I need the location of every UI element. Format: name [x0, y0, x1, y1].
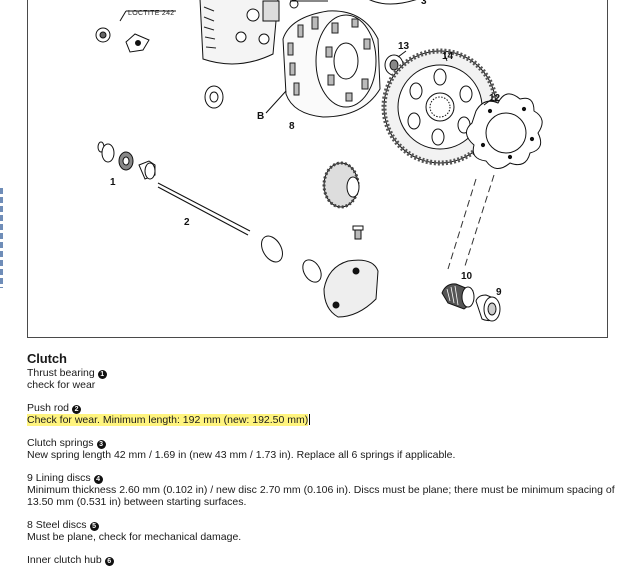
item-description: Must be plane, check for mechanical dama…	[27, 531, 242, 543]
callout-13: 13	[398, 41, 410, 52]
item-title: Thrust bearing	[27, 367, 95, 379]
nut-hole	[99, 31, 107, 39]
callout-3: 3	[421, 0, 427, 7]
number-badge: 3	[96, 440, 106, 449]
callout-b: B	[257, 111, 264, 122]
item-title: Inner clutch hub	[27, 554, 102, 566]
section-title: Clutch	[27, 351, 67, 366]
number-badge: 2	[72, 405, 82, 414]
number-badge: 4	[93, 475, 103, 484]
selected-text[interactable]: Check for wear. Minimum length: 192 mm (…	[27, 414, 309, 426]
item-description: New spring length 42 mm / 1.69 in (new 4…	[27, 449, 456, 461]
clutch-exploded-diagram: LOCTITE 242 3 13 14 12 B 8 1 2 10 9	[95, 0, 543, 322]
o-ring-part	[261, 235, 283, 263]
callout-loctite: LOCTITE 242	[128, 10, 174, 17]
push-rod-part	[157, 182, 251, 232]
item-title: Push rod	[27, 402, 70, 414]
callout-14: 14	[442, 51, 454, 62]
number-badge: 6	[104, 557, 114, 566]
item-title: 8 Steel discs	[27, 519, 87, 531]
item-title: 9 Lining discs	[27, 472, 91, 484]
callout-12: 12	[489, 93, 501, 104]
callout-1: 1	[110, 177, 116, 188]
small-gear-part	[322, 161, 360, 209]
number-badge: 5	[89, 522, 99, 531]
callout-10: 10	[461, 271, 473, 282]
callout-2: 2	[184, 217, 190, 228]
text-cursor	[309, 414, 311, 425]
release-lever-part	[323, 259, 379, 318]
number-badge: 1	[97, 370, 107, 379]
item-description: Minimum thickness 2.60 mm (0.102 in) / n…	[27, 484, 615, 508]
item-description: check for wear	[27, 379, 96, 391]
margin-marker	[0, 188, 3, 288]
callout-8: 8	[289, 121, 295, 132]
exploded-view-figure: LOCTITE 242 3 13 14 12 B 8 1 2 10 9	[27, 0, 608, 338]
callout-9: 9	[496, 287, 502, 298]
item-title: Clutch springs	[27, 437, 94, 449]
primary-gear-part	[381, 48, 499, 166]
